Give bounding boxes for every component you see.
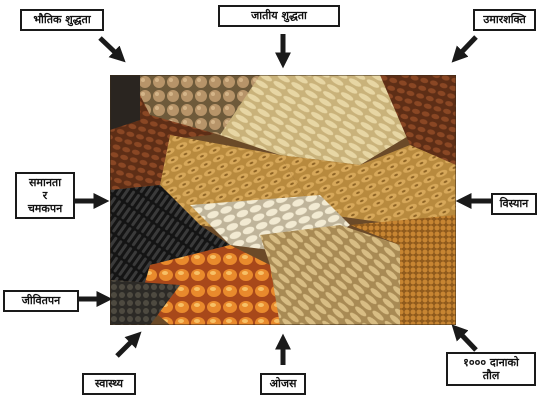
- label-vigor: ओजस: [260, 373, 306, 395]
- label-thousand-grain-weight-line-2: तौल: [452, 369, 530, 382]
- arrow-physical-purity: [100, 38, 121, 58]
- label-uniformity-line-3: चमकपन: [21, 202, 69, 215]
- label-germination-capacity: उमारशक्ति: [473, 9, 536, 31]
- label-uniformity-line-2: र: [21, 189, 69, 202]
- arrow-thousand-grain-weight: [456, 329, 476, 350]
- seed-varieties-photo: [110, 75, 456, 325]
- arrow-health: [117, 336, 137, 356]
- label-uniformity-and-luster: समानता र चमकपन: [15, 172, 75, 219]
- arrow-germination-capacity: [456, 37, 476, 58]
- label-uniformity-line-1: समानता: [21, 176, 69, 189]
- label-thousand-grain-weight-line-1: १००० दानाको: [452, 356, 530, 369]
- label-expansion: विस्यान: [491, 193, 537, 215]
- label-thousand-grain-weight: १००० दानाको तौल: [446, 352, 536, 386]
- label-genetic-purity: जातीय शुद्धता: [218, 5, 340, 27]
- label-physical-purity: भौतिक शुद्धता: [20, 9, 104, 31]
- label-health: स्वास्थ्य: [82, 373, 136, 395]
- label-viability: जीवितपन: [3, 290, 79, 312]
